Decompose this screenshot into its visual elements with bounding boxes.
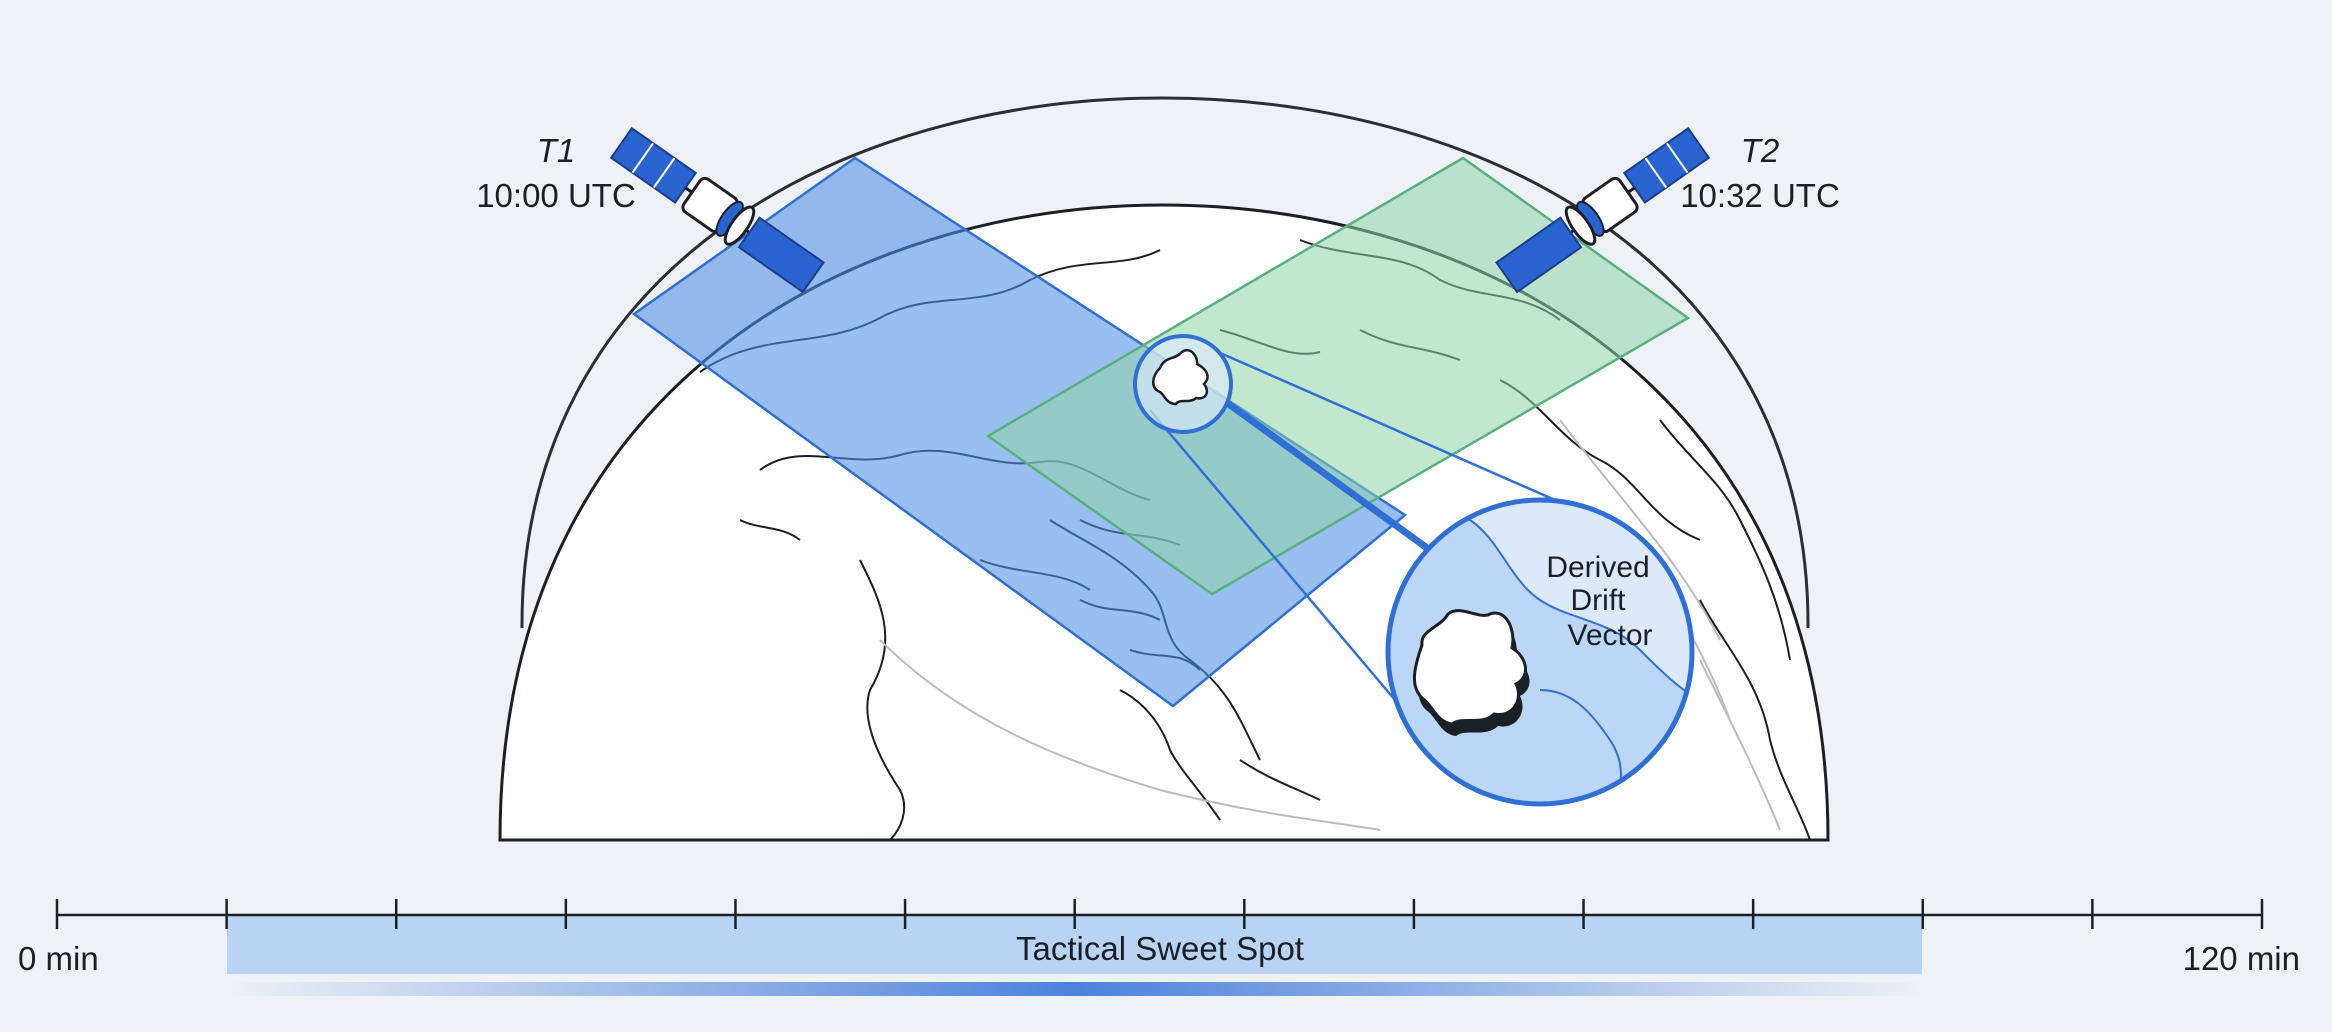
drift-label-line-1: Derived xyxy=(1546,551,1649,584)
satellite-t1 xyxy=(609,126,825,294)
sweet-spot-glow xyxy=(227,982,1922,996)
satellite-t2 xyxy=(1495,126,1711,294)
satellite-t2-time: 10:32 UTC xyxy=(1680,177,1840,214)
orbit-arc xyxy=(520,96,1810,629)
timeline: Tactical Sweet Spot 0 min 120 min xyxy=(18,899,2300,996)
drift-label-line-2: Drift xyxy=(1571,584,1627,617)
sweet-spot-label: Tactical Sweet Spot xyxy=(1016,930,1304,967)
ice-floe-large-icon xyxy=(1413,609,1527,726)
satellite-t2-tag: T2 xyxy=(1741,132,1780,169)
zoom-inset: Derived Drift Vector xyxy=(1385,497,1695,807)
satellite-icon xyxy=(1495,126,1711,294)
ice-floe-icon xyxy=(1152,348,1209,406)
satellite-t1-time: 10:00 UTC xyxy=(476,177,636,214)
drift-label-line-3: Vector xyxy=(1567,619,1652,652)
satellite-icon xyxy=(609,126,825,294)
timeline-end-label: 120 min xyxy=(2183,940,2300,977)
zoom-connectors xyxy=(1149,350,1556,701)
satellite-t1-tag: T1 xyxy=(537,132,576,169)
timeline-ticks xyxy=(55,899,2264,929)
timeline-start-label: 0 min xyxy=(18,940,99,977)
